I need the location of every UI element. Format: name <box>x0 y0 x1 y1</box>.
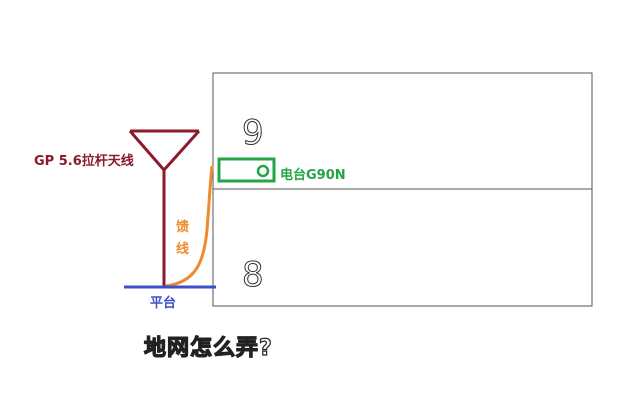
radio-knob-icon <box>256 164 270 178</box>
antenna-label: GP 5.6拉杆天线 <box>34 154 134 169</box>
question-text: 地网怎么弄? <box>143 335 273 361</box>
feed-line-label: 馈 线 <box>176 217 192 261</box>
feed-line <box>165 165 214 288</box>
floor-8-box <box>212 188 593 307</box>
feed-line-label-char-1: 馈 <box>176 220 190 235</box>
radio-label: 电台G90N <box>280 168 346 183</box>
radio-box <box>217 157 276 183</box>
floor-8-number: 8 <box>242 255 265 296</box>
antenna-top <box>128 129 201 173</box>
floor-9-number: 9 <box>242 113 265 154</box>
floor-9-box <box>212 72 593 190</box>
feed-line-label-char-2: 线 <box>176 242 190 257</box>
platform-label: 平台 <box>150 296 177 311</box>
